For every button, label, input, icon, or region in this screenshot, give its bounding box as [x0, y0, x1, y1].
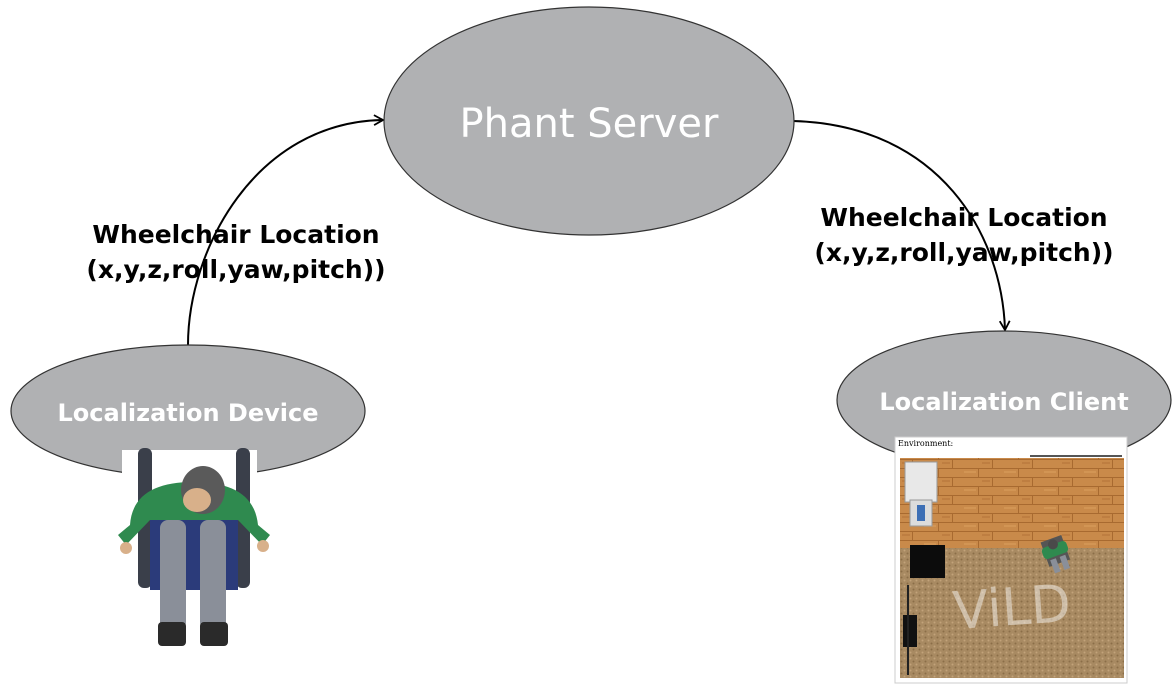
right-edge-label-line1: Wheelchair Location: [820, 203, 1107, 232]
client-screenshot-watermark: ViLD: [951, 574, 1073, 642]
server-label: Phant Server: [460, 101, 719, 147]
wheelchair-user-image: [118, 448, 270, 650]
arrow-server-to-client: [792, 120, 1011, 332]
client-screenshot-header: Environment:: [898, 439, 953, 448]
left-edge-label-line1: Wheelchair Location: [92, 220, 379, 249]
right-edge-label-line2: (x,y,z,roll,yaw,pitch)): [814, 238, 1113, 267]
device-node: Localization Device: [10, 344, 366, 478]
server-ellipse: [383, 6, 795, 236]
client-screenshot: Environment: ViLD: [894, 436, 1128, 684]
device-label: Localization Device: [57, 399, 318, 427]
right-edge-label: Wheelchair Location (x,y,z,roll,yaw,pitc…: [814, 203, 1113, 267]
left-edge-label-line2: (x,y,z,roll,yaw,pitch)): [86, 255, 385, 284]
left-edge-label: Wheelchair Location (x,y,z,roll,yaw,pitc…: [86, 220, 385, 284]
arrow-device-to-server: [187, 114, 385, 346]
client-node: Localization Client: [836, 330, 1172, 470]
client-label: Localization Client: [879, 388, 1128, 416]
server-node: Phant Server: [383, 6, 795, 236]
